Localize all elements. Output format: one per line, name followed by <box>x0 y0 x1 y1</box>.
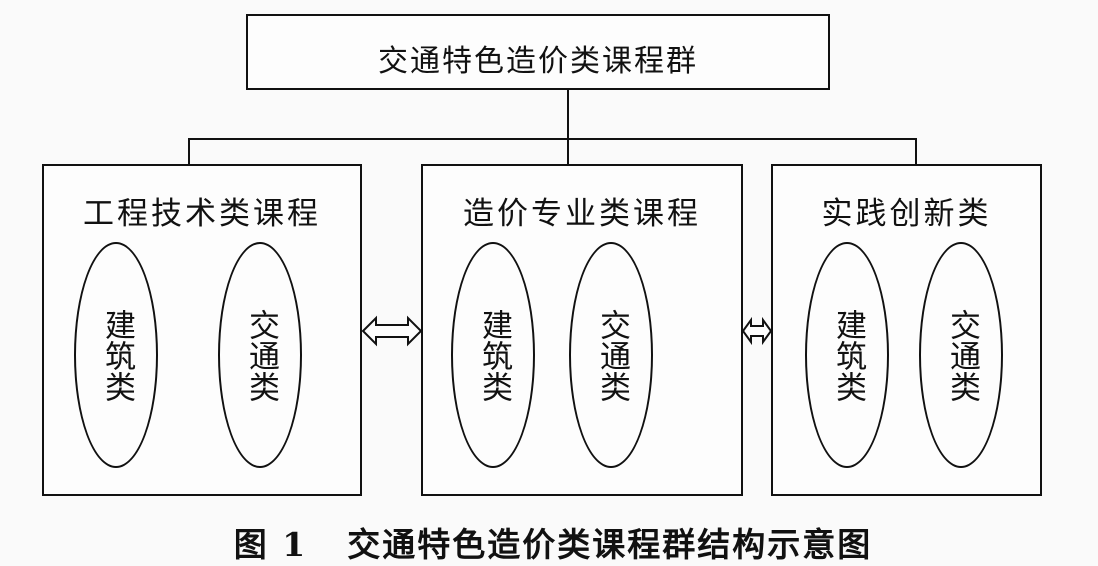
item-ellipse: 建筑类 <box>451 242 535 468</box>
category-engineering: 工程技术类课程 建筑类 交通类 <box>42 164 362 496</box>
item-ellipse: 建筑类 <box>805 242 889 468</box>
item-label: 建筑类 <box>99 308 135 402</box>
item-label: 交通类 <box>944 308 980 402</box>
item-ellipse: 交通类 <box>218 242 302 468</box>
figure-number: 图 1 <box>233 525 308 564</box>
item-ellipse: 建筑类 <box>74 242 158 468</box>
item-ellipse: 交通类 <box>919 242 1003 468</box>
figure-caption: 图 1 交通特色造价类课程群结构示意图 <box>0 518 1098 566</box>
category-label: 造价专业类课程 <box>463 196 701 232</box>
root-node-label: 交通特色造价类课程群 <box>378 44 698 79</box>
item-label: 交通类 <box>594 308 630 402</box>
category-label: 工程技术类课程 <box>83 196 321 232</box>
branch-connector-right <box>915 138 917 165</box>
item-label: 建筑类 <box>476 308 512 402</box>
root-node: 交通特色造价类课程群 <box>246 14 830 90</box>
figure-title: 交通特色造价类课程群结构示意图 <box>347 525 873 564</box>
item-label: 建筑类 <box>830 308 866 402</box>
branch-connector-horizontal <box>188 138 917 140</box>
category-practice-innovation: 实践创新类 建筑类 交通类 <box>771 164 1042 496</box>
root-connector-vertical <box>567 90 569 139</box>
item-ellipse: 交通类 <box>569 242 653 468</box>
double-arrow-icon <box>741 316 773 346</box>
branch-connector-left <box>188 138 190 165</box>
branch-connector-middle <box>567 138 569 165</box>
double-arrow-icon <box>361 315 423 347</box>
item-label: 交通类 <box>243 308 279 402</box>
category-cost-specialty: 造价专业类课程 建筑类 交通类 <box>421 164 743 496</box>
category-label: 实践创新类 <box>821 196 992 232</box>
